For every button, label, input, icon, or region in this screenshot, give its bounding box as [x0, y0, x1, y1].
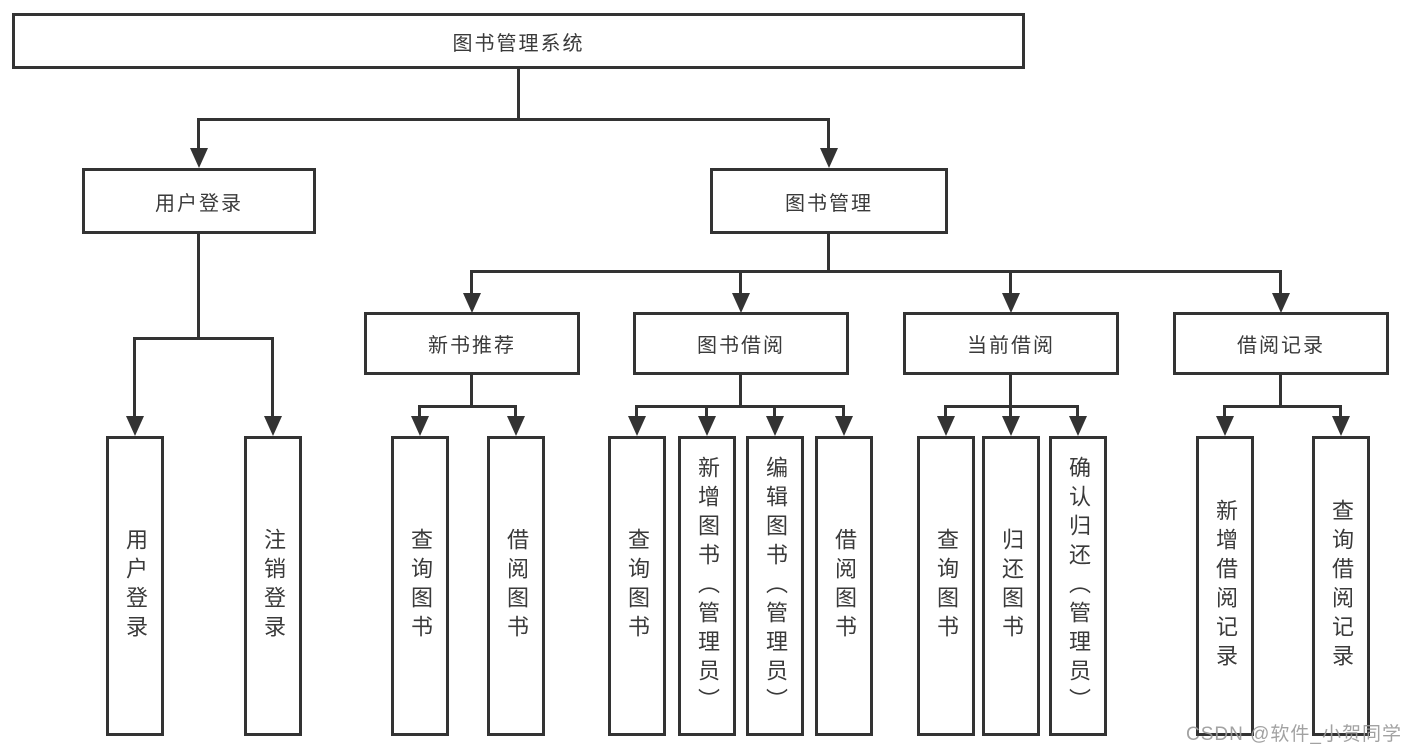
node-current-return-books-label: 归还图书: [999, 528, 1024, 644]
connector-line: [418, 405, 517, 408]
arrowhead-down-icon: [507, 416, 525, 436]
connector-line: [1009, 405, 1012, 421]
connector-line: [271, 337, 274, 421]
connector-line: [197, 118, 200, 154]
node-login: 用户登录: [106, 436, 164, 736]
node-new-book-recommend: 新书推荐: [364, 312, 580, 375]
connector-line: [739, 270, 742, 298]
arrowhead-down-icon: [1069, 416, 1087, 436]
node-borrow-edit-books-label: 编辑图书（管理员）: [763, 455, 788, 717]
node-records-query-record: 查询借阅记录: [1312, 436, 1370, 736]
connector-line: [1279, 375, 1282, 408]
connector-line: [1009, 375, 1012, 408]
arrowhead-down-icon: [1272, 293, 1290, 313]
node-new-book-recommend-label: 新书推荐: [428, 335, 516, 357]
node-book-borrow-label: 图书借阅: [697, 335, 785, 357]
node-current-confirm-return: 确认归还（管理员）: [1049, 436, 1107, 736]
node-records-query-record-label: 查询借阅记录: [1329, 499, 1354, 673]
node-current-return-books: 归还图书: [982, 436, 1040, 736]
connector-line: [827, 118, 830, 154]
node-current-confirm-return-label: 确认归还（管理员）: [1066, 455, 1091, 717]
connector-line: [517, 69, 520, 121]
connector-line: [1009, 270, 1012, 298]
arrowhead-down-icon: [698, 416, 716, 436]
node-root: 图书管理系统: [12, 13, 1025, 69]
node-borrow-records: 借阅记录: [1173, 312, 1389, 375]
node-records-add-record-label: 新增借阅记录: [1213, 499, 1238, 673]
arrowhead-down-icon: [1002, 416, 1020, 436]
connector-line: [418, 405, 421, 421]
connector-line: [197, 234, 200, 340]
node-logout-label: 注销登录: [261, 528, 286, 644]
node-user-login-branch: 用户登录: [82, 168, 316, 234]
arrowhead-down-icon: [766, 416, 784, 436]
node-book-borrow: 图书借阅: [633, 312, 849, 375]
node-root-label: 图书管理系统: [452, 32, 585, 55]
node-book-management-label: 图书管理: [785, 192, 873, 215]
arrowhead-down-icon: [732, 293, 750, 313]
node-records-add-record: 新增借阅记录: [1196, 436, 1254, 736]
connector-line: [827, 234, 830, 273]
node-borrow-edit-books: 编辑图书（管理员）: [746, 436, 804, 736]
node-current-borrow: 当前借阅: [903, 312, 1119, 375]
node-borrow-add-books: 新增图书（管理员）: [678, 436, 736, 736]
arrowhead-down-icon: [264, 416, 282, 436]
node-login-label: 用户登录: [123, 528, 148, 644]
connector-line: [944, 405, 947, 421]
connector-line: [470, 375, 473, 408]
arrowhead-down-icon: [411, 416, 429, 436]
connector-line: [739, 375, 742, 408]
node-recommend-query-books-label: 查询图书: [408, 528, 433, 644]
node-current-query-books: 查询图书: [917, 436, 975, 736]
connector-line: [1223, 405, 1226, 421]
node-current-query-books-label: 查询图书: [934, 528, 959, 644]
arrowhead-down-icon: [937, 416, 955, 436]
node-borrow-records-label: 借阅记录: [1237, 335, 1325, 357]
arrowhead-down-icon: [820, 148, 838, 168]
connector-line: [470, 270, 473, 298]
connector-line: [1076, 405, 1079, 421]
connector-line: [773, 405, 776, 421]
connector-line: [470, 270, 1282, 273]
connector-line: [1223, 405, 1342, 408]
csdn-watermark: CSDN @软件_小贺同学: [1186, 724, 1402, 745]
arrowhead-down-icon: [628, 416, 646, 436]
arrowhead-down-icon: [1216, 416, 1234, 436]
node-recommend-query-books: 查询图书: [391, 436, 449, 736]
node-borrow-borrow-books: 借阅图书: [815, 436, 873, 736]
arrowhead-down-icon: [1002, 293, 1020, 313]
node-recommend-borrow-books-label: 借阅图书: [504, 528, 529, 644]
connector-line: [133, 337, 274, 340]
node-book-management: 图书管理: [710, 168, 948, 234]
arrowhead-down-icon: [126, 416, 144, 436]
connector-line: [842, 405, 845, 421]
connector-line: [133, 337, 136, 421]
node-borrow-query-books: 查询图书: [608, 436, 666, 736]
connector-line: [1279, 270, 1282, 298]
node-logout: 注销登录: [244, 436, 302, 736]
connector-line: [635, 405, 638, 421]
connector-line: [705, 405, 708, 421]
node-borrow-add-books-label: 新增图书（管理员）: [695, 455, 720, 717]
arrowhead-down-icon: [835, 416, 853, 436]
node-current-borrow-label: 当前借阅: [967, 335, 1055, 357]
node-recommend-borrow-books: 借阅图书: [487, 436, 545, 736]
arrowhead-down-icon: [1332, 416, 1350, 436]
node-borrow-query-books-label: 查询图书: [625, 528, 650, 644]
connector-line: [1339, 405, 1342, 421]
node-user-login-branch-label: 用户登录: [155, 192, 243, 215]
arrowhead-down-icon: [463, 293, 481, 313]
connector-line: [197, 118, 830, 121]
node-borrow-borrow-books-label: 借阅图书: [832, 528, 857, 644]
connector-line: [514, 405, 517, 421]
connector-line: [635, 405, 845, 408]
arrowhead-down-icon: [190, 148, 208, 168]
